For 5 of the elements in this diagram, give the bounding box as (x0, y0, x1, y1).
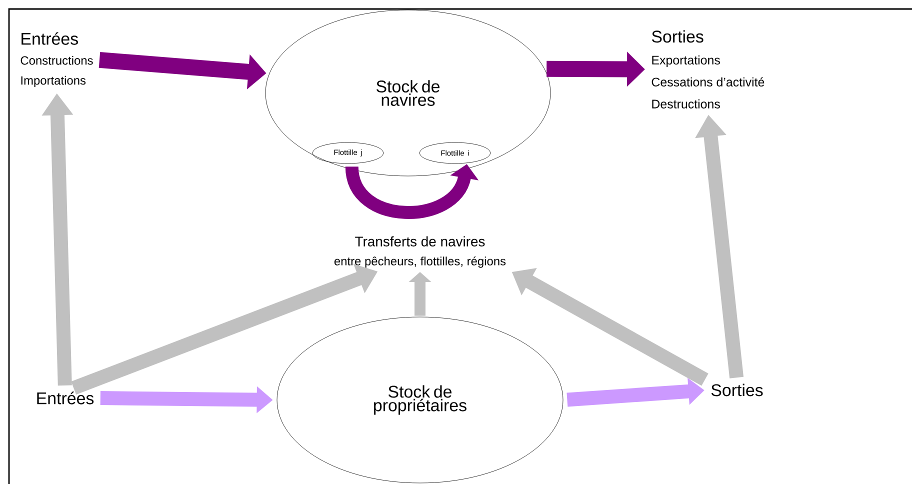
transfer-label: Transferts de navires entre pêcheurs, flottilles, régions (334, 236, 506, 268)
inflow-label: Entrées Constructions Importations (20, 32, 93, 88)
inflow-label: Entrées (37, 392, 94, 404)
outflow-label: Sorties (711, 384, 763, 396)
outflow-label: Sorties Exportations Cessations d’activité Destructions (652, 30, 764, 108)
